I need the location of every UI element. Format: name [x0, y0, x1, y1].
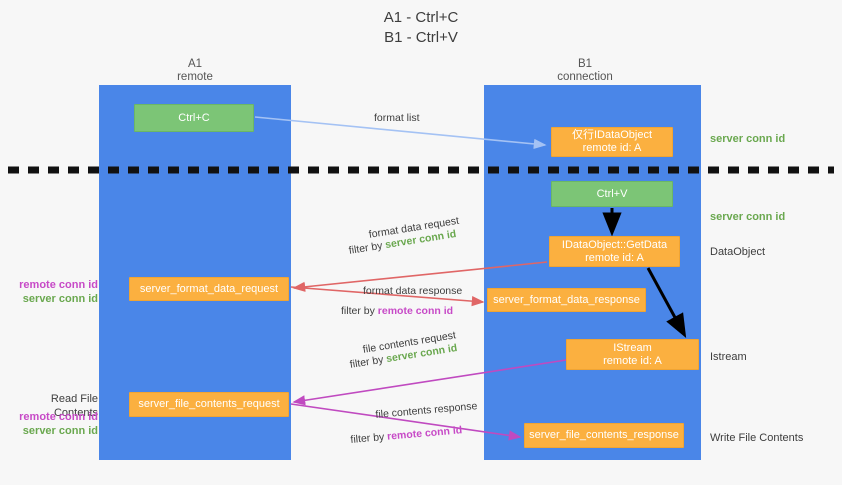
- column-header-b1: B1 connection: [530, 58, 640, 84]
- label-write-file-contents: Write File Contents: [710, 432, 804, 444]
- title-line-1: A1 - Ctrl+C: [383, 9, 459, 26]
- label-remote-conn-id-upper: remote conn id: [19, 279, 98, 291]
- box-ctrl-c-label: Ctrl+C: [178, 111, 210, 124]
- box-getdata-line1: IDataObject::GetData: [561, 238, 668, 251]
- column-b1-sub: connection: [557, 71, 613, 83]
- box-ctrl-c[interactable]: Ctrl+C: [134, 104, 254, 132]
- box-idataobject[interactable]: 仅行IDataObject remote id: A: [551, 127, 673, 157]
- column-header-a1: A1 remote: [140, 58, 250, 84]
- label-server-conn-id-second: server conn id: [710, 211, 786, 223]
- label-conn-ids-upper: remote conn id server conn id: [8, 278, 98, 306]
- box-idataobject-getdata[interactable]: IDataObject::GetData remote id: A: [549, 236, 680, 267]
- box-ctrl-v-label: Ctrl+V: [596, 187, 628, 200]
- box-server-file-contents-response[interactable]: server_file_contents_response: [524, 423, 684, 448]
- remote-conn-id-text-1: remote conn id: [377, 305, 454, 317]
- title-line-2: B1 - Ctrl+V: [384, 29, 458, 46]
- box-istream-line2: remote id: A: [603, 354, 662, 367]
- label-server-conn-id-top: server conn id: [710, 133, 786, 145]
- label-format-list: format list: [374, 112, 420, 124]
- box-istream-line1: IStream: [613, 341, 652, 354]
- column-a1-sub: remote: [177, 71, 213, 83]
- box-server-format-data-response[interactable]: server_format_data_response: [487, 288, 646, 312]
- diagram-title: A1 - Ctrl+C B1 - Ctrl+V: [0, 8, 842, 48]
- label-conn-ids-lower: remote conn id server conn id: [8, 410, 98, 438]
- box-getdata-line2: remote id: A: [585, 251, 644, 264]
- box-idataobject-line2: remote id: A: [582, 142, 642, 154]
- label-remote-conn-id-lower: remote conn id: [19, 411, 98, 423]
- label-istream: Istream: [710, 351, 747, 363]
- box-ctrl-v[interactable]: Ctrl+V: [551, 181, 673, 207]
- filter-by-text-4: filter by: [350, 430, 388, 446]
- remote-conn-id-text-2: remote conn id: [386, 424, 463, 443]
- box-server-format-data-request[interactable]: server_format_data_request: [129, 277, 289, 301]
- box-server-file-contents-request[interactable]: server_file_contents_request: [129, 392, 289, 417]
- label-file-contents-response-filter: filter by remote conn id: [350, 424, 463, 447]
- box-server-format-data-request-label: server_format_data_request: [139, 282, 279, 295]
- filter-by-text-1: filter by: [348, 239, 387, 257]
- column-b1-name: B1: [577, 58, 593, 70]
- column-a1-name: A1: [187, 58, 203, 70]
- filter-by-text-2: filter by: [341, 305, 378, 317]
- label-server-conn-id-upper: server conn id: [22, 293, 98, 305]
- label-format-data-response-filter: filter by remote conn id: [341, 305, 453, 318]
- label-format-data-response: format data response: [363, 285, 463, 297]
- box-server-file-contents-response-label: server_file_contents_response: [529, 429, 679, 441]
- box-server-format-data-response-label: server_format_data_response: [493, 293, 640, 306]
- label-server-conn-id-lower: server conn id: [22, 425, 98, 437]
- label-file-contents-response: file contents response: [375, 400, 478, 421]
- box-server-file-contents-request-label: server_file_contents_request: [138, 398, 280, 410]
- filter-by-text-3: filter by: [349, 353, 388, 371]
- label-read-file-contents: Read File Contents: [50, 393, 98, 419]
- label-dataobject: DataObject: [710, 246, 766, 258]
- box-idataobject-line1: 仅行IDataObject: [571, 129, 653, 141]
- box-istream[interactable]: IStream remote id: A: [566, 339, 699, 370]
